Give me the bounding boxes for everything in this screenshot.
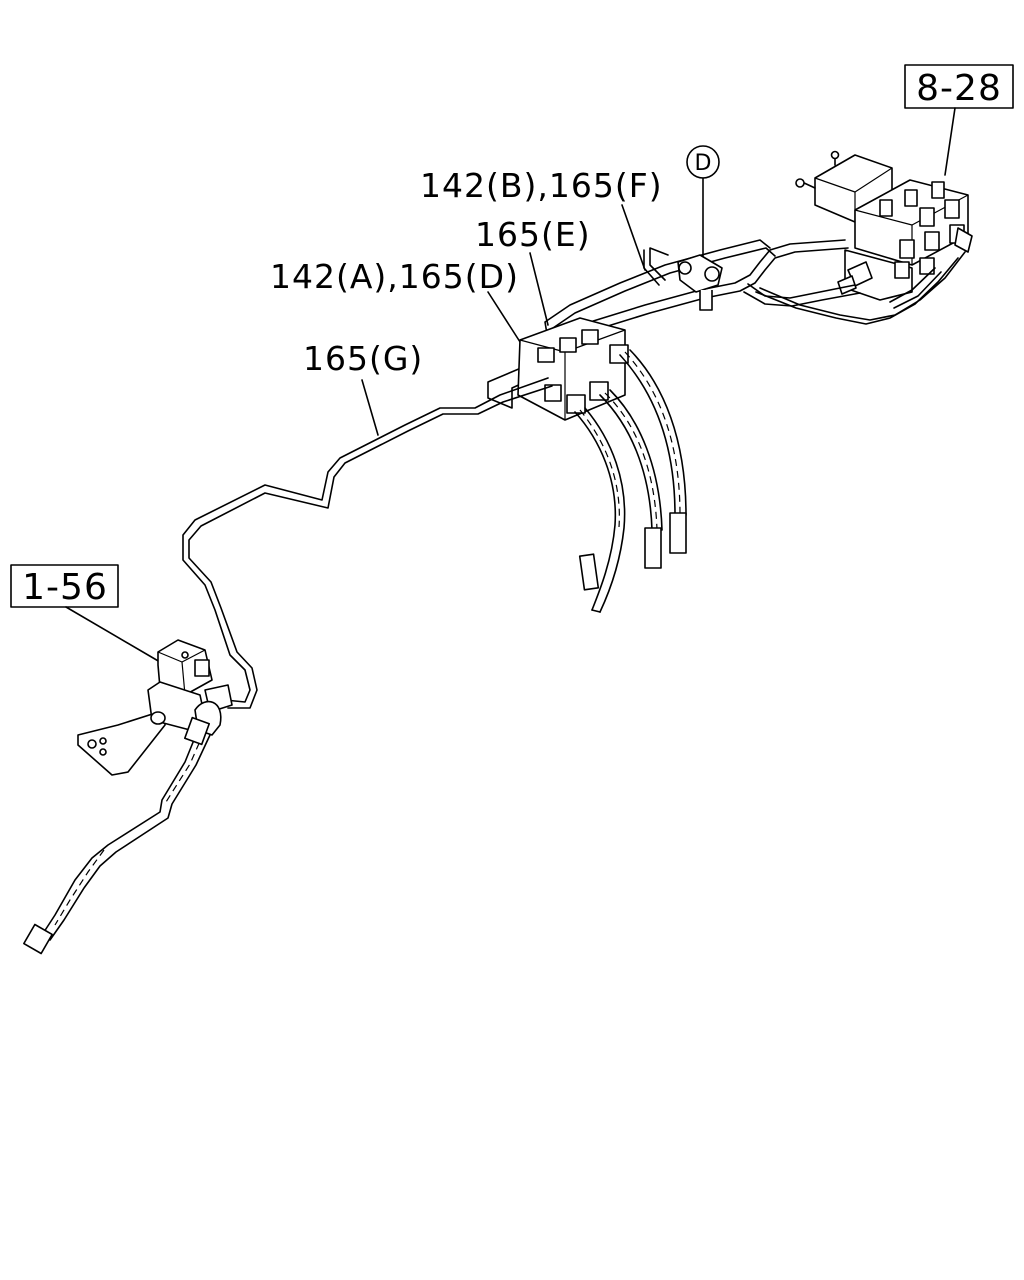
leader-line-142a-165d: [487, 291, 523, 346]
pipe-bundle-upper: [544, 239, 966, 347]
detail-marker-d[interactable]: D: [686, 145, 720, 179]
callout-165e: 165(E): [475, 215, 591, 254]
leader-line-8-28: [944, 107, 956, 176]
reference-box-1-56-label: 1-56: [22, 567, 108, 608]
reference-box-8-28-label: 8-28: [916, 68, 1002, 109]
callout-165g: 165(G): [303, 339, 423, 378]
pipe-165g: [182, 377, 553, 709]
valve-block-assembly-right: [795, 150, 973, 301]
hose-lower-left: [23, 716, 211, 955]
reference-box-8-28[interactable]: 8-28: [904, 64, 1014, 109]
leader-line-142b-165f: [621, 204, 646, 271]
detail-marker-d-label: D: [695, 151, 712, 176]
leader-line-165e: [529, 252, 549, 326]
distribution-manifold: [487, 317, 629, 421]
valve-assembly-left: [77, 639, 233, 776]
reference-box-1-56[interactable]: 1-56: [10, 564, 119, 608]
hose-group: [574, 349, 687, 613]
callout-142b-165f: 142(B),165(F): [420, 166, 663, 205]
pipe-clamp-d: [677, 254, 723, 311]
leader-line-165g: [361, 379, 379, 436]
callout-142a-165d: 142(A),165(D): [270, 257, 519, 296]
leader-line-1-56: [65, 606, 161, 663]
